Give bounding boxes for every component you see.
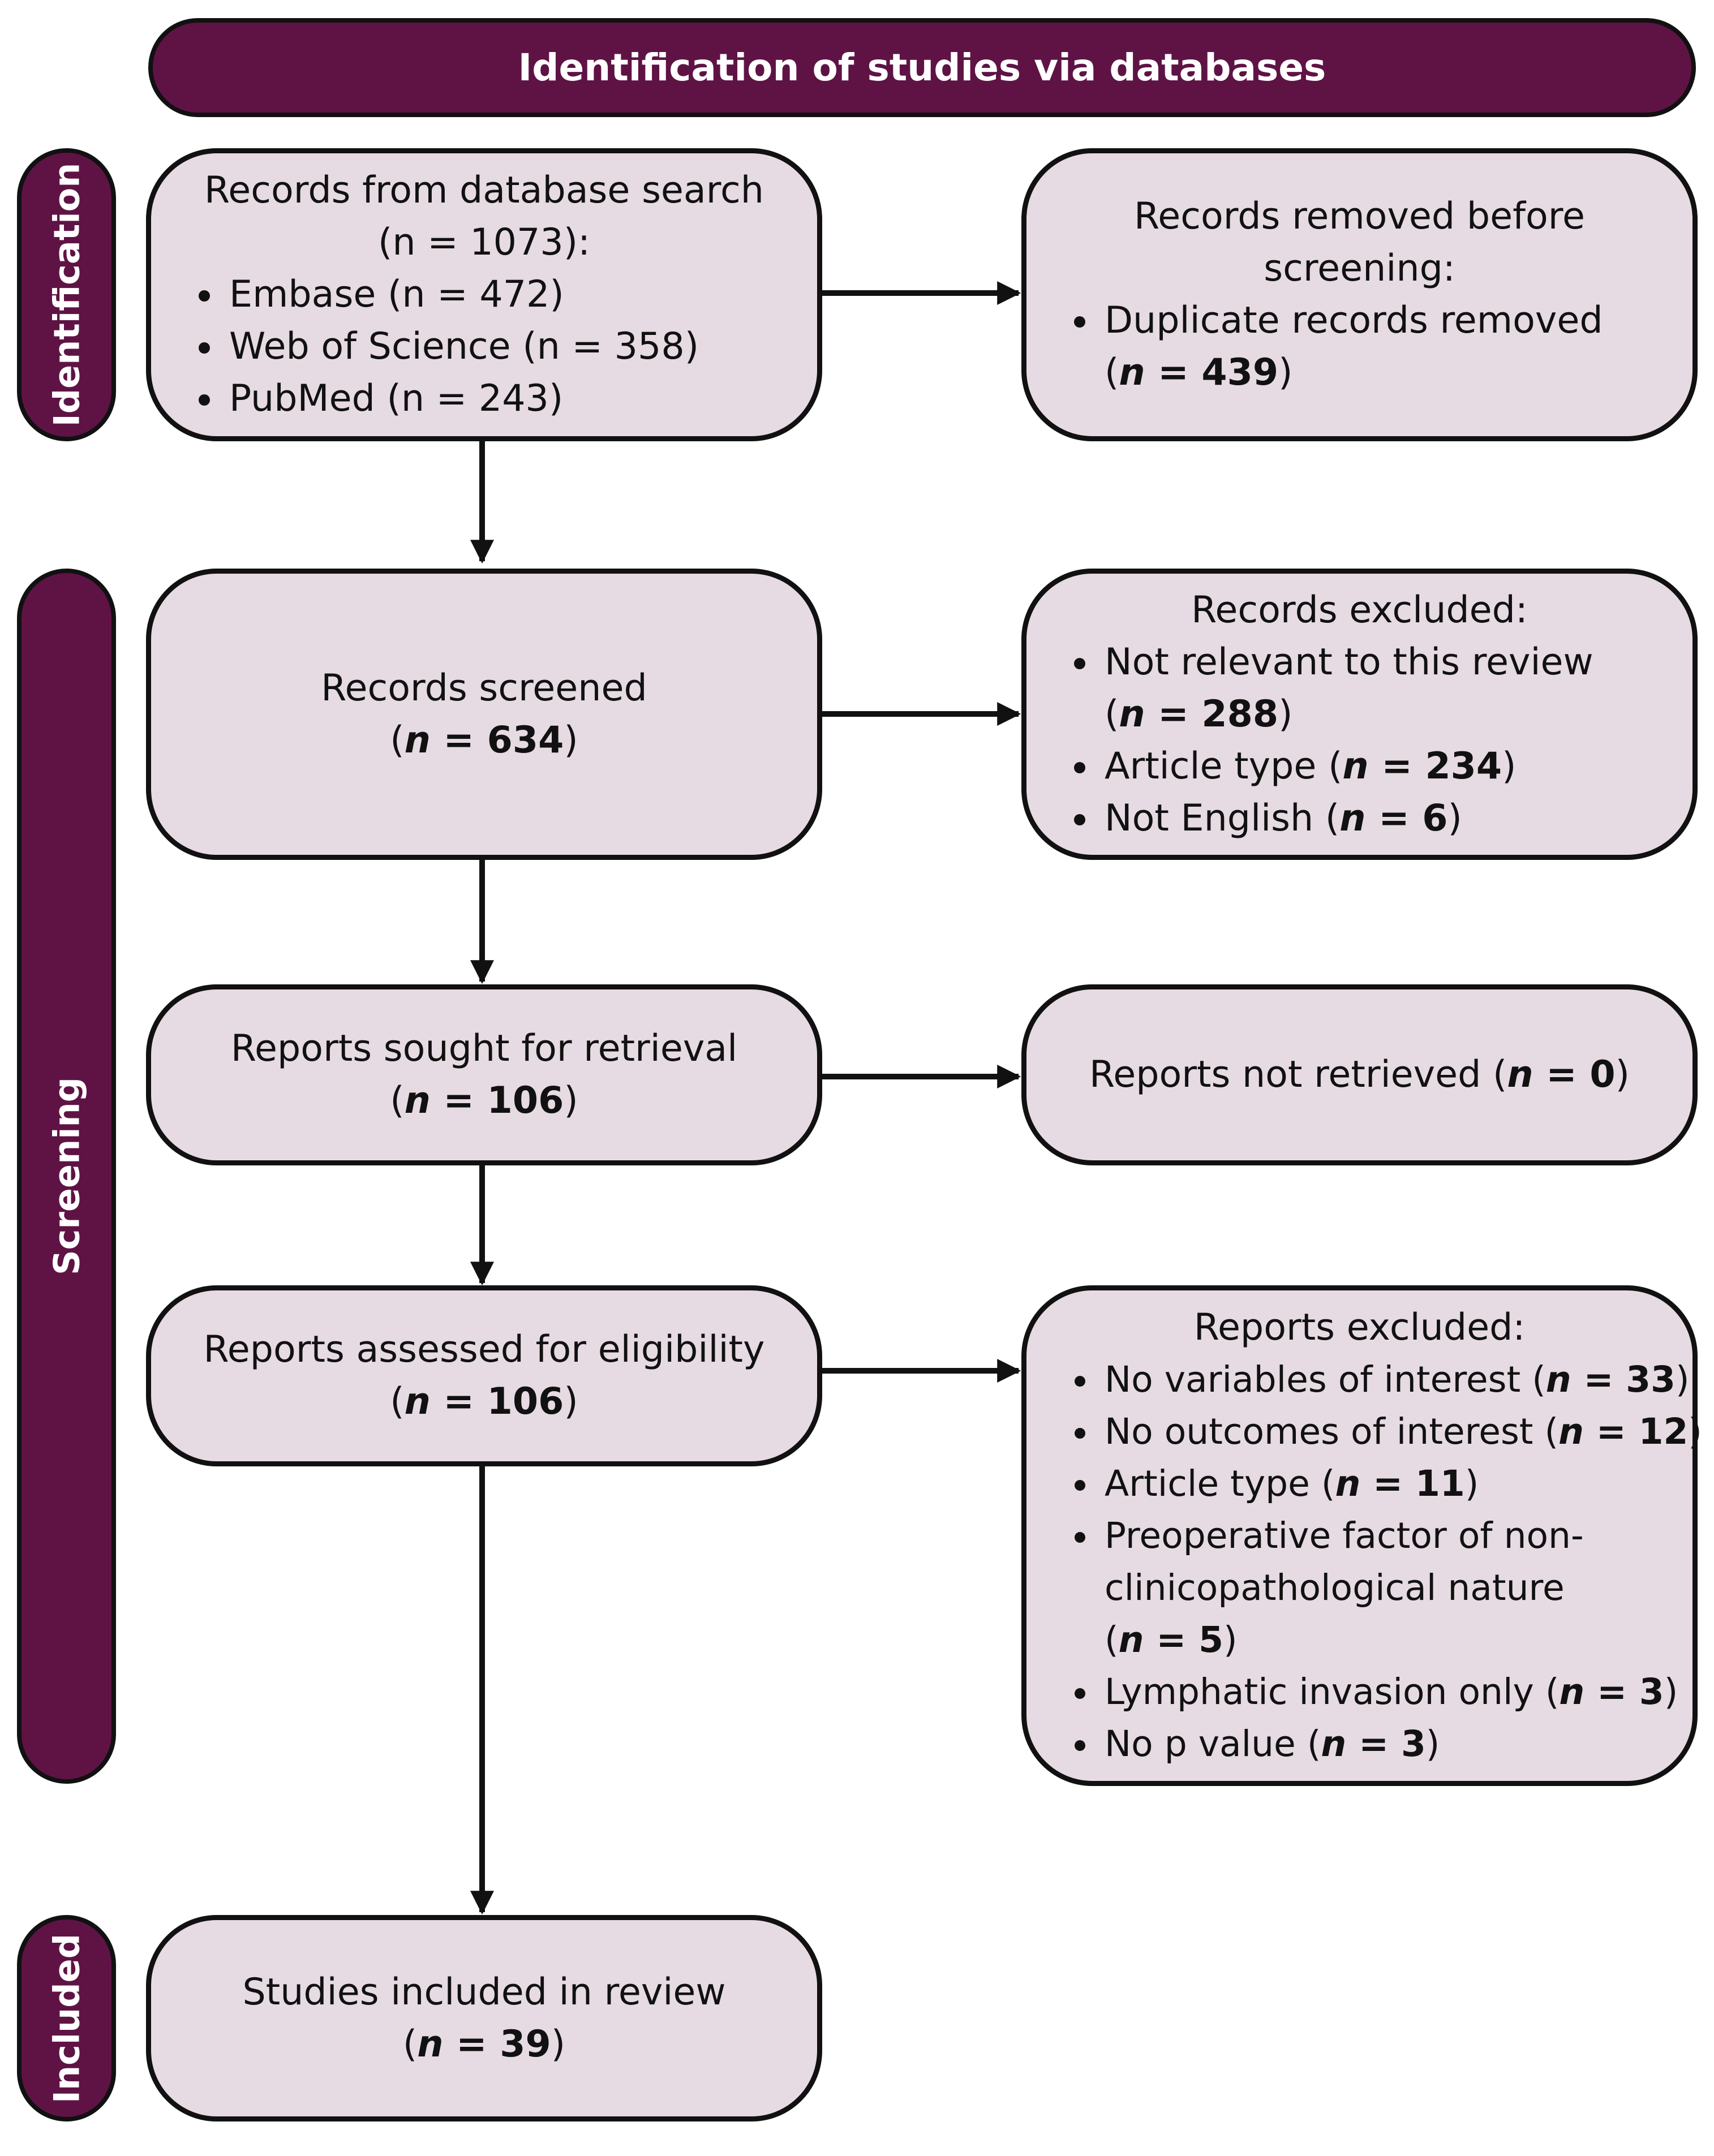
reports-not-retrieved-box: Reports not retrieved (n = 0) <box>1021 984 1698 1165</box>
reports-excluded-item-no-p: No p value (n = 3) <box>1100 1718 1692 1770</box>
studies-included-box: Studies included in review (n = 39) <box>146 1915 822 2121</box>
records-screened-label: Records screened <box>321 666 647 709</box>
records-excluded-list: Not relevant to this review (n = 288) Ar… <box>1026 636 1692 845</box>
records-search-title: Records from database search (n = 1073): <box>151 165 817 269</box>
records-search-list: Embase (n = 472) Web of Science (n = 358… <box>151 269 817 425</box>
excluded-item-not-english: Not English (n = 6) <box>1100 793 1692 845</box>
records-removed-list: Duplicate records removed (n = 439) <box>1026 295 1692 399</box>
phase-identification: Identification <box>17 148 116 441</box>
records-removed-item: Duplicate records removed (n = 439) <box>1100 295 1692 399</box>
reports-excluded-item-outcomes: No outcomes of interest (n = 12) <box>1100 1406 1702 1458</box>
records-removed-box: Records removed before screening: Duplic… <box>1021 148 1698 441</box>
records-screened-count: (n = 634) <box>390 718 578 761</box>
reports-excluded-box: Reports excluded: No variables of intere… <box>1021 1285 1702 1786</box>
reports-sought-box: Reports sought for retrieval (n = 106) <box>146 984 822 1165</box>
excluded-item-not-relevant: Not relevant to this review (n = 288) <box>1100 636 1692 741</box>
duplicates-label: Duplicate records removed <box>1105 299 1603 342</box>
records-excluded-title: Records excluded: <box>1191 588 1528 631</box>
reports-not-retrieved-label: Reports not retrieved (n = 0) <box>1089 1053 1630 1096</box>
records-search-item-pubmed: PubMed (n = 243) <box>225 373 817 425</box>
records-search-title-line2: (n = 1073): <box>377 221 591 264</box>
reports-excluded-item-preoperative: Preoperative factor of non-clinicopathol… <box>1100 1510 1692 1666</box>
records-removed-title: Records removed before screening: <box>1133 195 1586 290</box>
reports-excluded-item-variables: No variables of interest (n = 33) <box>1100 1354 1692 1406</box>
reports-assessed-count: (n = 106) <box>390 1380 578 1423</box>
studies-included-count: (n = 39) <box>402 2022 566 2065</box>
header-banner: Identification of studies via databases <box>148 18 1696 117</box>
studies-included-label: Studies included in review <box>242 1970 726 2013</box>
reports-sought-count: (n = 106) <box>390 1079 578 1122</box>
reports-excluded-item-article-type: Article type (n = 11) <box>1100 1458 1692 1510</box>
records-screened-box: Records screened (n = 634) <box>146 569 822 860</box>
records-search-item-embase: Embase (n = 472) <box>225 269 817 321</box>
phase-screening: Screening <box>17 569 116 1784</box>
records-search-box: Records from database search (n = 1073):… <box>146 148 822 441</box>
reports-excluded-list: No variables of interest (n = 33) No out… <box>1026 1354 1702 1770</box>
reports-sought-label: Reports sought for retrieval <box>230 1027 738 1070</box>
records-excluded-box: Records excluded: Not relevant to this r… <box>1021 569 1698 860</box>
records-search-item-wos: Web of Science (n = 358) <box>225 321 817 373</box>
reports-excluded-title: Reports excluded: <box>1193 1306 1526 1349</box>
excluded-item-article-type: Article type (n = 234) <box>1100 741 1692 793</box>
reports-assessed-label: Reports assessed for eligibility <box>203 1328 765 1371</box>
reports-assessed-box: Reports assessed for eligibility (n = 10… <box>146 1285 822 1466</box>
phase-included: Included <box>17 1915 116 2121</box>
records-search-title-line1: Records from database search <box>204 169 764 212</box>
banner-title: Identification of studies via databases <box>518 46 1326 89</box>
reports-excluded-item-lymphatic: Lymphatic invasion only (n = 3) <box>1100 1666 1692 1718</box>
duplicates-count: (n = 439) <box>1105 351 1293 394</box>
